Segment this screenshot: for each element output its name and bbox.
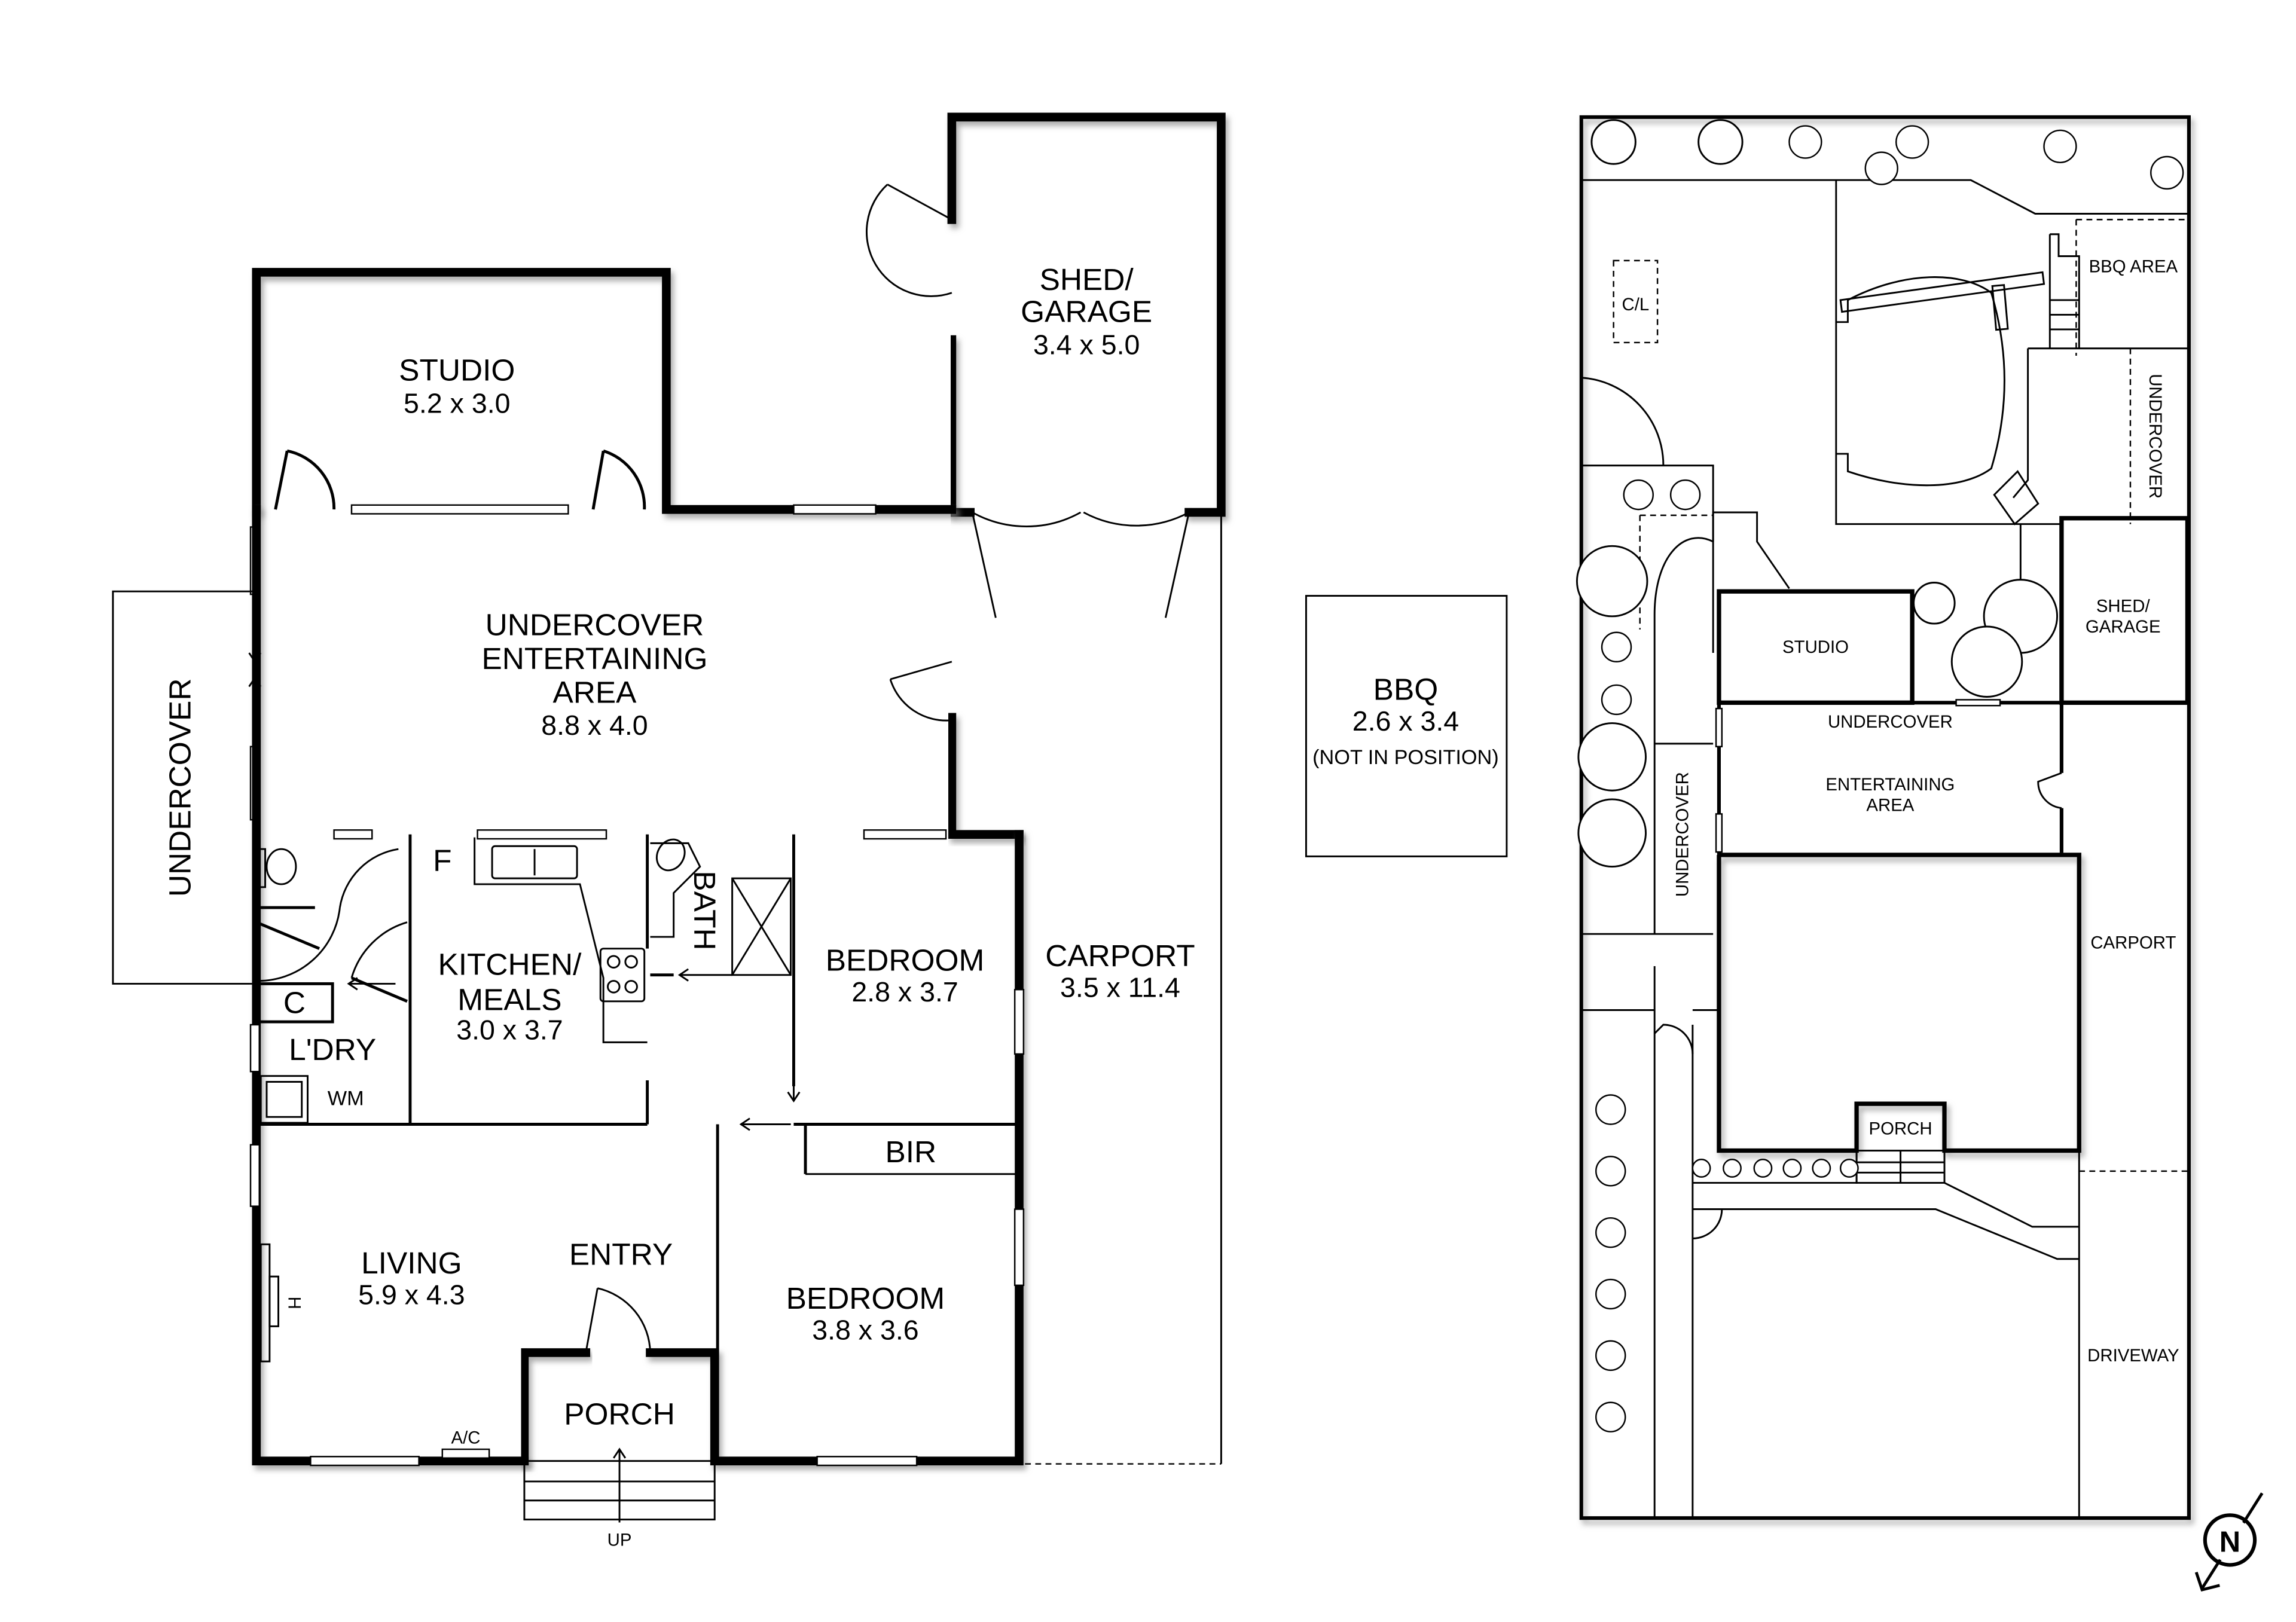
site-undercover-right-label: UNDERCOVER — [2145, 374, 2165, 499]
site-bbq-area-label: BBQ AREA — [2089, 256, 2178, 276]
uea-label-3: AREA — [552, 674, 637, 709]
shrub-icons — [1595, 125, 2184, 1432]
bedroom1-dims: 2.8 x 3.7 — [851, 976, 958, 1007]
living-label: LIVING — [361, 1245, 462, 1280]
north-compass-icon: N — [2194, 1492, 2264, 1592]
carport-dims: 3.5 x 11.4 — [1060, 972, 1180, 1003]
site-porch-label: PORCH — [1869, 1119, 1932, 1139]
bedroom2-dims: 3.8 x 3.6 — [812, 1314, 918, 1345]
uea-dims: 8.8 x 4.0 — [541, 710, 648, 741]
cupboard-label: C — [283, 985, 306, 1019]
room-studio: STUDIO 5.2 x 3.0 — [252, 268, 957, 515]
bir-label: BIR — [885, 1134, 936, 1169]
up-label: UP — [607, 1531, 632, 1550]
compass-label: N — [2219, 1526, 2240, 1558]
room-undercover-entertaining-area: UNDERCOVER ENTERTAINING AREA 8.8 x 4.0 — [248, 508, 1024, 839]
ac-label: A/C — [451, 1428, 480, 1447]
site-driveway-label: DRIVEWAY — [2087, 1346, 2179, 1366]
kitchen-dims: 3.0 x 3.7 — [456, 1014, 563, 1045]
porch-label: PORCH — [564, 1396, 675, 1431]
studio-dims: 5.2 x 3.0 — [404, 387, 510, 419]
main-house: KITCHEN/ MEALS 3.0 x 3.7 BATH BEDROOM 2.… — [249, 505, 1025, 1550]
site-shed-label-1: SHED/ — [2096, 596, 2151, 616]
site-uea-label-3: AREA — [1866, 796, 1914, 815]
wm-label: WM — [328, 1088, 364, 1110]
site-shed-label-2: GARAGE — [2086, 617, 2161, 637]
shed-label-1: SHED/ — [1040, 262, 1134, 297]
living-dims: 5.9 x 4.3 — [358, 1279, 465, 1311]
bbq-label: BBQ — [1373, 671, 1439, 706]
site-uea-label-1: UNDERCOVER — [1828, 712, 1953, 732]
bbq-dims: 2.6 x 3.4 — [1352, 705, 1459, 737]
uea-label-2: ENTERTAINING — [481, 641, 707, 676]
undercover-left-label: UNDERCOVER — [163, 679, 197, 897]
floor-plan: SHED/ GARAGE 3.4 x 5.0 STUDIO 5.2 x 3.0 — [112, 112, 1226, 1550]
room-undercover-left: UNDERCOVER — [112, 590, 252, 985]
bbq-box: BBQ 2.6 x 3.4 (NOT IN POSITION) — [1305, 595, 1508, 857]
kitchen-label-2: MEALS — [457, 982, 561, 1017]
bath-label: BATH — [688, 870, 722, 950]
bbq-note: (NOT IN POSITION) — [1312, 746, 1499, 769]
fridge-label: F — [433, 843, 451, 878]
site-cl-label: C/L — [1622, 295, 1650, 314]
room-shed-garage: SHED/ GARAGE 3.4 x 5.0 — [866, 112, 1226, 618]
bedroom1-label: BEDROOM — [826, 942, 985, 977]
heater-label: H — [285, 1297, 304, 1309]
studio-label: STUDIO — [399, 353, 515, 387]
site-plan: C/L BBQ AREA UNDERCOVER STUDIO SHED/ GAR… — [1576, 115, 2191, 1520]
site-uea-label-2: ENTERTAINING — [1825, 775, 1955, 795]
shed-dims: 3.4 x 5.0 — [1033, 329, 1140, 361]
kitchen-label-1: KITCHEN/ — [438, 947, 582, 982]
laundry-label: L'DRY — [289, 1032, 376, 1067]
room-carport: CARPORT 3.5 x 11.4 — [1025, 512, 1222, 1465]
uea-label-1: UNDERCOVER — [486, 607, 704, 642]
site-carport-label: CARPORT — [2090, 933, 2176, 953]
shed-label-2: GARAGE — [1021, 294, 1152, 329]
bedroom2-label: BEDROOM — [786, 1281, 945, 1315]
entry-label: ENTRY — [569, 1237, 673, 1272]
tree-icons — [1576, 119, 2059, 868]
carport-label: CARPORT — [1045, 938, 1195, 973]
site-studio-label: STUDIO — [1782, 637, 1849, 657]
site-undercover-left-label: UNDERCOVER — [1673, 772, 1693, 897]
